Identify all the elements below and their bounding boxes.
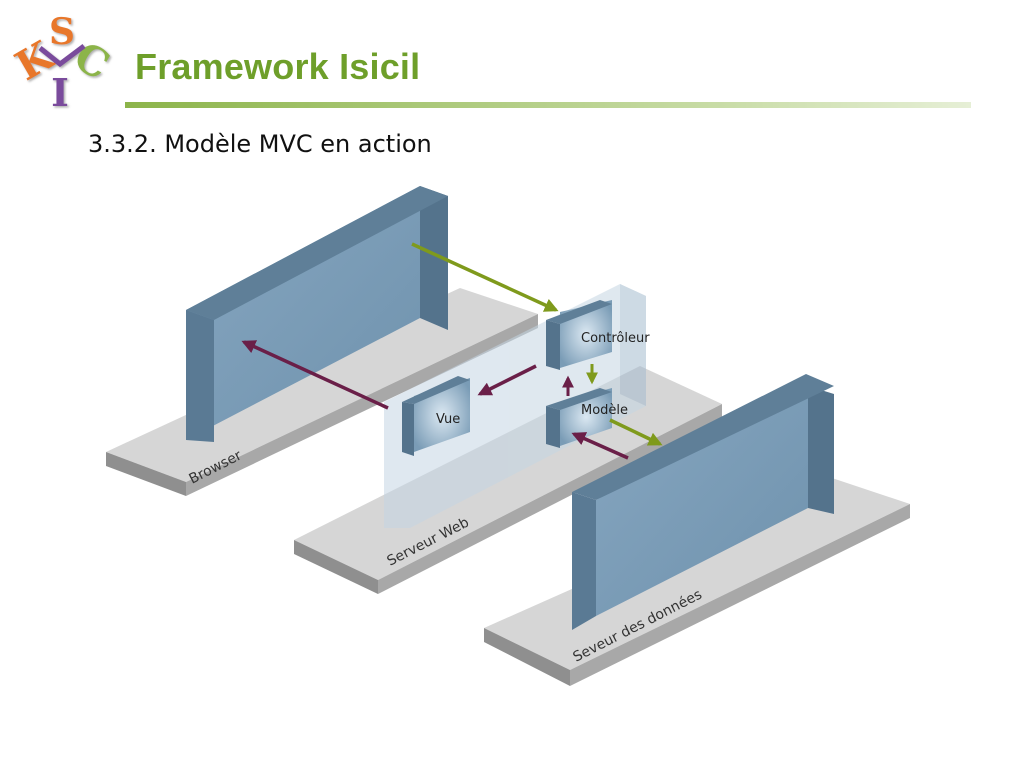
isicil-logo: S K C I [10, 11, 114, 112]
mvc-diagram: Browser Serveur Web Contrôleur Vue Modèl… [106, 186, 910, 686]
svg-text:S: S [49, 11, 75, 53]
arrow-controller-to-view [477, 364, 537, 396]
page-title: Framework Isicil [135, 46, 421, 87]
controller-label: Contrôleur [581, 331, 650, 346]
request-arrow-browser-to-controller [411, 242, 559, 312]
browser-panel [186, 186, 448, 442]
model-block [546, 388, 612, 448]
arrow-model-to-data-server [609, 418, 663, 446]
data-server-platform [484, 476, 910, 686]
model-label: Modèle [581, 403, 628, 418]
arrow-data-server-to-model [571, 432, 629, 460]
controller-block [546, 300, 612, 370]
title-underline [125, 102, 971, 108]
view-label: Vue [436, 412, 460, 427]
view-block [402, 376, 470, 456]
response-arrow-web-to-browser [241, 340, 389, 410]
section-subtitle: 3.3.2. Modèle MVC en action [88, 130, 432, 158]
svg-text:I: I [51, 70, 69, 112]
data-server-panel [572, 374, 834, 630]
